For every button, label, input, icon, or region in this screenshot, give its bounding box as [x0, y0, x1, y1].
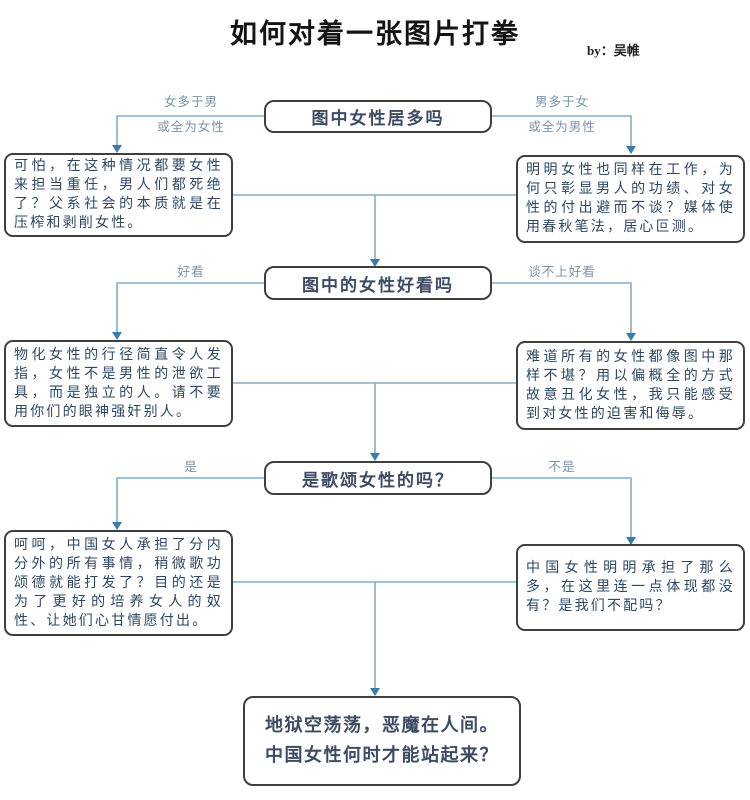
conclusion-line: 地狱空荡荡，恶魔在人间。 — [265, 715, 499, 736]
edge-label-line: 不是 — [548, 459, 576, 474]
edge-label-line: 谈不上好看 — [528, 264, 596, 279]
edge-label-right-3: 不是 — [492, 459, 632, 474]
response-text: 可怕，在这种情况都要女性来担当重任，男人们都死绝了？父系社会的本质就是在压榨和剥… — [14, 158, 223, 231]
decision-node-3: 是歌颂女性的吗？ — [264, 461, 492, 495]
arrow-down-icon — [112, 145, 122, 153]
edge-label-left-2: 好看 — [117, 264, 265, 279]
arrow-down-icon — [626, 537, 636, 545]
response-text: 明明女性也同样在工作，为何只彰显男人的功绩、对女性的付出避而不谈？媒体使用春秋笔… — [526, 162, 735, 235]
response-box-right-1: 明明女性也同样在工作，为何只彰显男人的功绩、对女性的付出避而不谈？媒体使用春秋笔… — [516, 155, 745, 243]
edge-label-line: 女多于男 — [163, 94, 218, 109]
edge-label-left-1: 女多于男 或全为女性 — [117, 94, 265, 134]
response-text: 难道所有的女性都像图中那样不堪？用以偏概全的方式故意丑化女性，我只能感受到对女性… — [526, 348, 735, 422]
edge-merge2 — [233, 382, 516, 455]
page-title: 如何对着一张图片打拳 — [230, 19, 520, 49]
edge-label-line: 或全为女性 — [157, 119, 225, 134]
conclusion-line: 中国女性何时才能站起来？ — [265, 745, 499, 766]
response-box-left-3: 呵呵，中国女人承担了分内分外的所有事情，稍微歌功颂德就能打发了？目的还是为了更好… — [4, 530, 233, 636]
response-text: 呵呵，中国女人承担了分内分外的所有事情，稍微歌功颂德就能打发了？目的还是为了更好… — [14, 536, 223, 629]
response-text: 中国女性明明承担了那么多，在这里连一点体现都没有？是我们不配吗？ — [526, 560, 735, 614]
edge-label-right-1: 男多于女 或全为男性 — [492, 94, 632, 134]
edge-label-left-3: 是 — [117, 459, 265, 474]
response-box-right-2: 难道所有的女性都像图中那样不堪？用以偏概全的方式故意丑化女性，我只能感受到对女性… — [516, 341, 745, 430]
response-box-left-2: 物化女性的行径简直令人发指，女性不是男性的泄欲工具，而是独立的人。请不要用你们的… — [4, 340, 233, 427]
byline: by：吴帷 — [587, 43, 640, 58]
edge-merge3 — [233, 581, 516, 690]
decision-node-1: 图中女性居多吗 — [264, 100, 492, 133]
arrow-down-icon — [112, 522, 122, 530]
arrow-down-icon — [626, 146, 636, 154]
arrowheads — [112, 145, 636, 696]
edge-q3-right — [492, 477, 632, 539]
edge-label-line: 好看 — [177, 264, 205, 279]
edge-label-line: 或全为男性 — [528, 119, 596, 134]
edge-q2-right — [492, 282, 632, 335]
response-text: 物化女性的行径简直令人发指，女性不是男性的泄欲工具，而是独立的人。请不要用你们的… — [14, 346, 223, 420]
edge-merge1 — [233, 194, 516, 262]
edge-label-line: 是 — [184, 459, 198, 474]
response-box-left-1: 可怕，在这种情况都要女性来担当重任，男人们都死绝了？父系社会的本质就是在压榨和剥… — [4, 153, 233, 237]
edge-q2-left — [116, 282, 264, 334]
edge-q1-left — [116, 115, 264, 148]
edge-q1-right — [492, 115, 632, 149]
conclusion-box: 地狱空荡荡，恶魔在人间。 中国女性何时才能站起来？ — [243, 696, 521, 786]
response-box-right-3: 中国女性明明承担了那么多，在这里连一点体现都没有？是我们不配吗？ — [516, 544, 745, 631]
arrow-down-icon — [370, 259, 380, 267]
decision-node-2: 图中的女性好看吗 — [264, 266, 492, 300]
connector-lines — [116, 115, 632, 690]
question-text: 图中女性居多吗 — [311, 109, 445, 129]
question-text: 是歌颂女性的吗？ — [302, 470, 454, 491]
arrow-down-icon — [112, 332, 122, 340]
question-text: 图中的女性好看吗 — [302, 275, 454, 296]
arrow-down-icon — [370, 688, 380, 696]
edge-q3-left — [116, 477, 264, 524]
arrow-down-icon — [370, 453, 380, 461]
edge-label-right-2: 谈不上好看 — [492, 264, 632, 279]
edge-label-line: 男多于女 — [534, 94, 589, 109]
arrow-down-icon — [626, 333, 636, 341]
